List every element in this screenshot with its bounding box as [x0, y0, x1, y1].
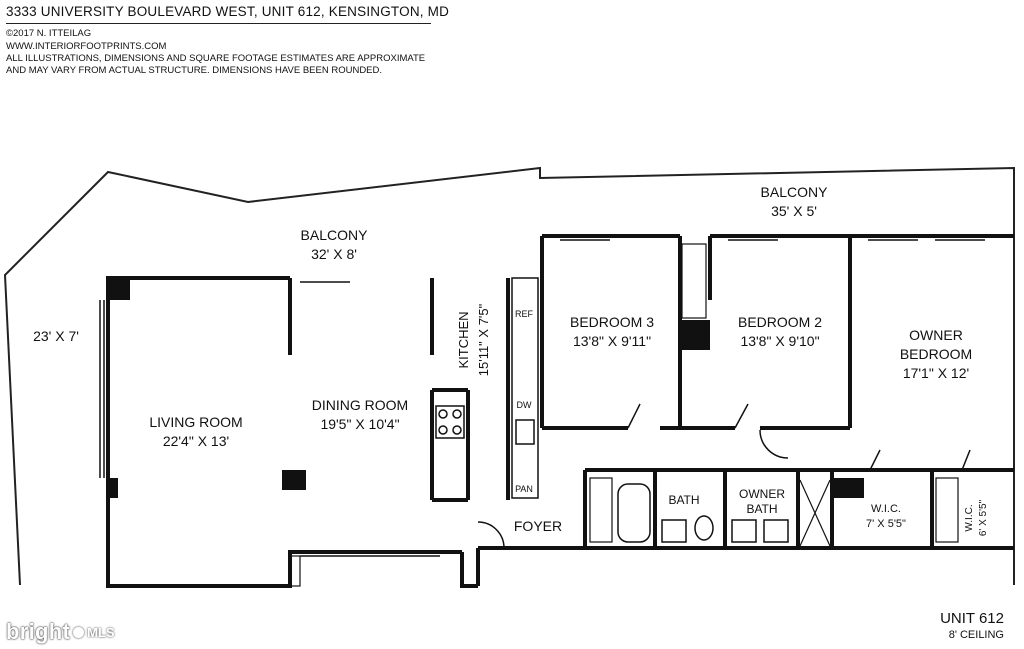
kitchen-island [435, 277, 539, 499]
dining-room-dims: 19'5" X 10'4" [320, 416, 399, 432]
address-title: 3333 UNIVERSITY BOULEVARD WEST, UNIT 612… [6, 4, 450, 19]
living-room-name: LIVING ROOM [149, 414, 242, 430]
website-line: WWW.INTERIORFOOTPRINTS.COM [6, 41, 167, 52]
columns [108, 276, 864, 498]
title-rule [6, 23, 431, 24]
watermark-brand: bright [6, 619, 71, 644]
wic-1-name: W.I.C. [871, 503, 901, 515]
kitchen-dims: 15'11" X 7'5" [476, 303, 491, 376]
unit-label: UNIT 612 [940, 610, 1004, 627]
dining-room-name: DINING ROOM [312, 397, 408, 413]
wic-1-dims: 7' X 5'5" [866, 518, 906, 530]
fixture-ref: REF [515, 309, 534, 319]
disclaimer-line-2: AND MAY VARY FROM ACTUAL STRUCTURE. DIME… [6, 65, 383, 76]
side-balcony-dims: 23' X 7' [33, 328, 79, 344]
bedroom-3-name: BEDROOM 3 [570, 314, 654, 330]
balcony-right-name: BALCONY [761, 184, 829, 200]
disclaimer-line-1: ALL ILLUSTRATIONS, DIMENSIONS AND SQUARE… [6, 53, 426, 64]
ceiling-height: 8' CEILING [948, 629, 1004, 641]
owner-bedroom-dims: 17'1" X 12' [903, 365, 969, 381]
wic-2-dims: 6' X 5'5" [978, 499, 989, 536]
fixture-dw: DW [517, 400, 532, 410]
balcony-right-dims: 35' X 5' [771, 203, 817, 219]
window-lines [99, 239, 985, 557]
wic-2-name: W.I.C. [964, 504, 975, 531]
living-room-dims: 22'4" X 13' [163, 433, 229, 449]
bedroom-2-dims: 13'8" X 9'10" [740, 333, 819, 349]
bedroom-3-dims: 13'8" X 9'11" [573, 333, 651, 349]
kitchen-name: KITCHEN [456, 311, 471, 368]
fixture-pan: PAN [515, 484, 533, 494]
balcony-outline [3, 166, 1015, 586]
closet-shelving [289, 243, 959, 587]
bath-fixtures [617, 483, 789, 543]
owner-bath-name-1: OWNER [739, 487, 785, 501]
bath-name: BATH [668, 493, 699, 507]
owner-bath-name-2: BATH [746, 502, 777, 516]
bright-mls-watermark: bright MLS [6, 619, 116, 645]
balcony-left-dims: 32' X 8' [311, 246, 357, 262]
foyer-name: FOYER [514, 518, 562, 534]
interior-walls [106, 234, 1014, 588]
watermark-mls: MLS [87, 624, 115, 640]
balcony-left-name: BALCONY [301, 227, 369, 243]
owner-bedroom-name-1: OWNER [909, 327, 963, 343]
door-swings [477, 403, 971, 549]
copyright-line: ©2017 N. ITTEILAG [6, 28, 92, 39]
watermark-dot-icon [73, 626, 85, 638]
bedroom-2-name: BEDROOM 2 [738, 314, 822, 330]
owner-bedroom-name-2: BEDROOM [900, 346, 972, 362]
